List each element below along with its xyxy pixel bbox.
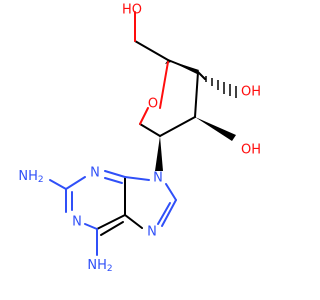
bond-c1-oring bbox=[139, 107, 149, 125]
bond-n9-c8 bbox=[165, 183, 177, 201]
atom-label-c6-amino-main: NH bbox=[87, 258, 107, 273]
atom-label-c2-amino-subscript: 2 bbox=[38, 175, 44, 185]
bond-c5-c5prime bbox=[134, 40, 169, 61]
bond-n3-c2 bbox=[65, 176, 86, 190]
atom-label-c3-oh: OH bbox=[241, 85, 261, 100]
bond-c8-n7-double bbox=[157, 202, 171, 225]
wedge-c2-oh bbox=[195, 117, 236, 141]
atom-label-n1: N bbox=[72, 215, 82, 230]
bond-c4-c3 bbox=[194, 71, 199, 118]
bond-c6-c5-double bbox=[100, 221, 124, 236]
bond-c4-n9 bbox=[124, 176, 150, 181]
bond-n1-c6 bbox=[84, 223, 98, 230]
atom-label-ring-o: O bbox=[148, 97, 158, 112]
atom-label-n7: N bbox=[147, 225, 157, 240]
bond-c4-ring bbox=[167, 59, 199, 73]
wedge-c1-n9 bbox=[155, 136, 163, 171]
hashed-bond-c3-oh bbox=[205, 76, 237, 98]
atom-label-c2-oh: OH bbox=[241, 143, 261, 158]
bond-c8-n7 bbox=[161, 199, 177, 227]
bond-c3-c3oh bbox=[197, 71, 206, 80]
bond-c6-c5 bbox=[96, 214, 126, 230]
bond-c3-c2 bbox=[159, 116, 196, 137]
bond-group bbox=[49, 11, 237, 256]
atom-label-c2-amino: NH2 bbox=[18, 169, 43, 186]
atom-label-c6-amino: NH2 bbox=[87, 258, 112, 275]
bond-n7-c5 bbox=[124, 214, 143, 229]
molecule-structure-diagram: HO OH OH O N N N N NH2 NH2 bbox=[18, 3, 261, 275]
bond-c2-c1 bbox=[139, 123, 161, 137]
bond-c2-nh2 bbox=[49, 179, 67, 190]
atom-label-c2-amino-main: NH bbox=[18, 169, 38, 184]
bond-oring-c4 bbox=[159, 61, 169, 109]
bond-c4-n3-double bbox=[104, 177, 123, 184]
atom-label-hydroxymethyl-oh: HO bbox=[122, 3, 142, 18]
atom-label-c6-amino-subscript: 2 bbox=[107, 264, 113, 274]
atom-label-n3: N bbox=[90, 166, 100, 181]
atom-label-n9: N bbox=[153, 171, 163, 186]
bond-c4-n3 bbox=[104, 170, 126, 178]
atom-label-group: HO OH OH O N N N N NH2 NH2 bbox=[18, 3, 261, 275]
